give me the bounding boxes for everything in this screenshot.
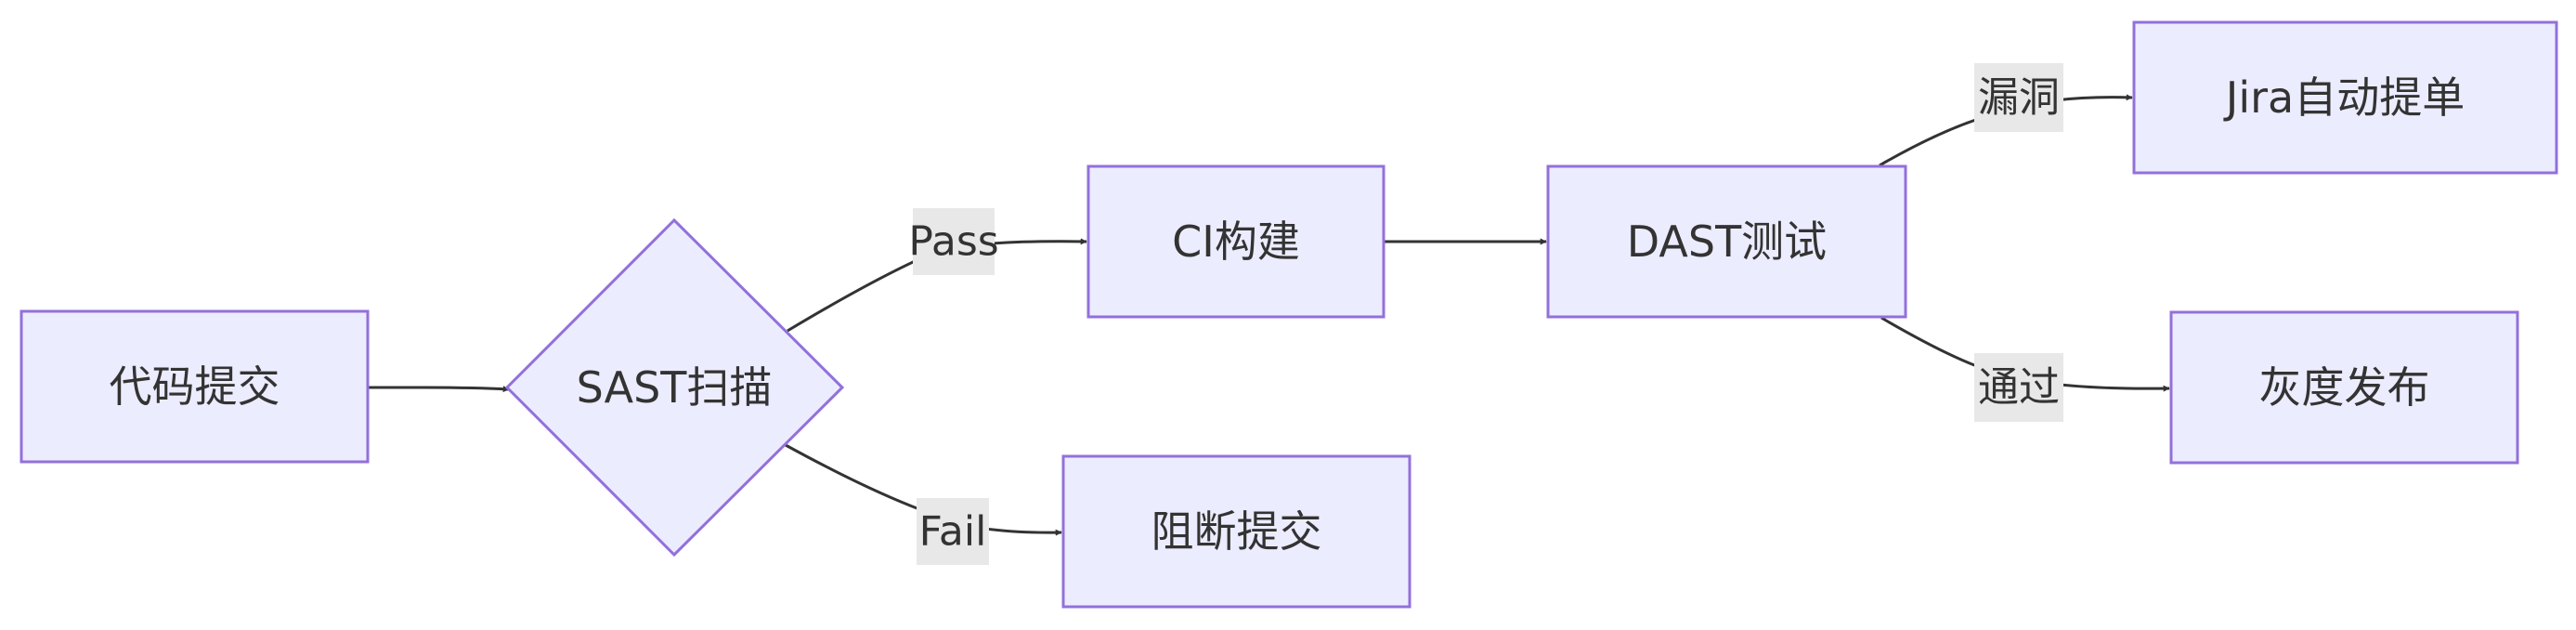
node-block-commit: 阻断提交 [1061,454,1412,609]
edge-labels: Pass Fail 漏洞 通过 [908,63,2063,565]
node-jira-ticket: Jira自动提单 [2132,20,2558,175]
node-dast-test: DAST测试 [1546,164,1907,319]
node-code-commit: 代码提交 [20,309,370,464]
nodes: 代码提交 SAST扫描 CI构建 阻断提交 DAST测试 Jira自动提单 灰度… [20,20,2558,609]
edge-label-fail-text: Fail [919,508,987,556]
edge-label-vulnerability-text: 漏洞 [1978,74,2060,122]
node-sast-scan: SAST扫描 [504,217,845,558]
node-dast-test-label: DAST测试 [1627,217,1827,267]
edge-commit-to-sast [368,386,510,393]
edge-label-passed: 通过 [1974,353,2063,422]
edge-label-pass-text: Pass [908,218,998,266]
node-jira-ticket-label: Jira自动提单 [2223,72,2465,123]
node-canary-release: 灰度发布 [2169,310,2519,465]
node-block-commit-label: 阻断提交 [1151,506,1322,557]
node-canary-release-label: 灰度发布 [2259,362,2430,413]
node-sast-scan-label: SAST扫描 [577,362,773,413]
node-code-commit-label: 代码提交 [110,361,280,412]
node-ci-build-label: CI构建 [1172,217,1300,267]
edge-label-fail: Fail [917,498,989,565]
edge-label-passed-text: 通过 [1978,364,2060,412]
edge-label-vulnerability: 漏洞 [1974,63,2063,132]
node-ci-build: CI构建 [1086,164,1386,319]
edge-label-pass: Pass [908,208,999,275]
